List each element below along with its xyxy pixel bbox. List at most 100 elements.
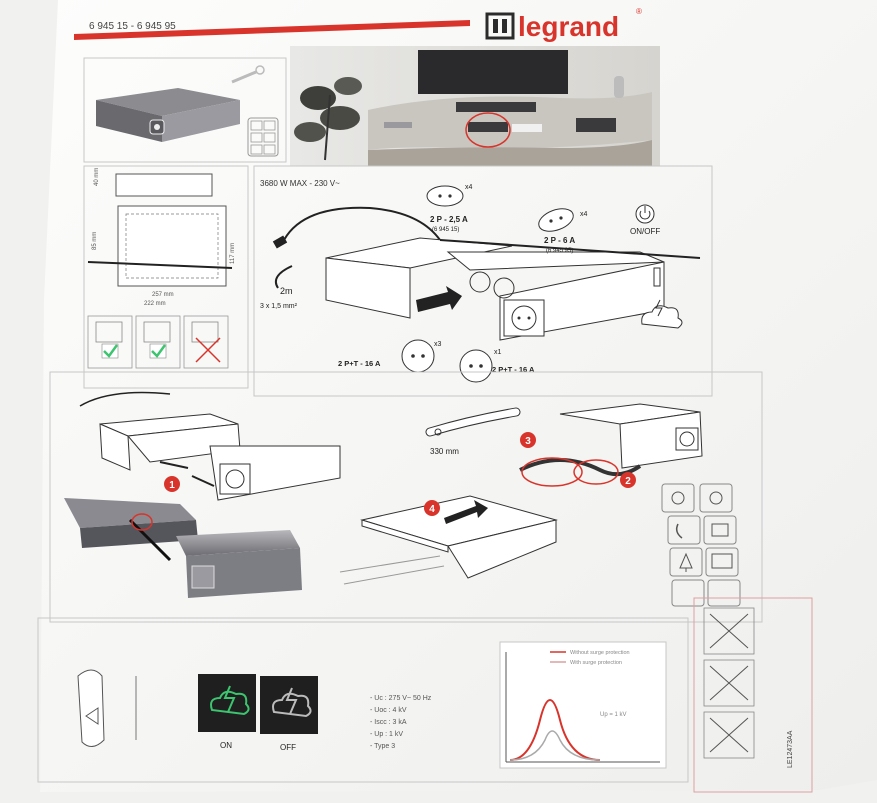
gamepad-icon — [671, 491, 685, 505]
socket-icon — [511, 305, 537, 331]
product-side-view — [77, 669, 105, 747]
lamp-icon — [679, 552, 693, 572]
surge-curve-chart: Without surge protection With surge prot… — [499, 641, 667, 769]
socket-icon — [225, 469, 245, 489]
socket-label-3: 2 P+T - 16 A — [338, 359, 381, 368]
surge-specs-list: - Uc : 275 V~ 50 Hz - Uoc : 4 kV - Iscc … — [370, 695, 432, 750]
step-4-number: 4 — [429, 504, 435, 515]
no-use-icon — [709, 665, 749, 701]
socket-label-4: 2 P+T - 16 A — [492, 365, 535, 374]
no-use-icon — [709, 613, 749, 649]
off-label: OFF — [280, 743, 296, 752]
plant-icon — [294, 77, 362, 161]
checkmark-icon — [101, 343, 119, 359]
reference-number: 6 945 15 - 6 945 95 — [89, 21, 176, 32]
tv-icon — [418, 50, 568, 94]
socket-icon — [679, 431, 695, 447]
socket-icon — [493, 277, 515, 299]
monitor-icon — [711, 553, 733, 569]
cross-icon — [195, 337, 221, 363]
socket-qty-1: x4 — [465, 184, 473, 191]
installation-steps-panel: 1 330 mm 3 2 4 — [49, 371, 763, 623]
socket-ref-2: (6 945 95) — [546, 248, 573, 254]
socket-2pt-icon — [459, 349, 493, 383]
dimension-d1: 40 mm — [94, 168, 100, 186]
curve-without-protection — [509, 699, 601, 761]
dimensions-panel: 40 mm 85 mm 117 mm 257 mm 222 mm — [83, 165, 249, 389]
socket-label-2: 2 P - 6 A — [544, 236, 575, 245]
spec-line: - Iscc : 3 kA — [370, 719, 407, 726]
cable-section: 3 x 1,5 mm² — [260, 303, 298, 310]
header-red-bar — [74, 20, 470, 40]
insert-arrow-icon — [416, 286, 462, 312]
product-photo — [64, 498, 302, 598]
socket-2pt-icon — [401, 339, 435, 373]
tv-cabinet — [368, 92, 652, 150]
room-photo-panel — [290, 46, 660, 166]
spec-line: - Type 3 — [370, 743, 395, 750]
legend-without: Without surge protection — [570, 650, 630, 656]
socket-2p-6a-icon — [538, 208, 574, 232]
slide-arrow-icon — [159, 461, 189, 469]
side-view-drawing — [115, 173, 213, 197]
socket-qty-4: x1 — [494, 349, 502, 356]
dimension-d2: 85 mm — [92, 232, 98, 250]
chart-note: Up = 1 kV — [600, 712, 627, 718]
surge-cloud-icon — [641, 299, 683, 329]
dimension-d3: 117 mm — [230, 243, 236, 264]
document-code: LE12473AA — [787, 730, 794, 768]
dimension-d5: 222 mm — [144, 301, 166, 307]
plug-icon — [272, 235, 288, 249]
header: 6 945 15 - 6 945 95 legrand ® — [74, 7, 642, 42]
registered-mark: ® — [636, 7, 642, 16]
step-1-number: 1 — [169, 480, 175, 491]
connection-diagram-panel: 3680 W MAX - 230 V~ 2m 3 x 1,5 mm² x4 2 … — [253, 165, 713, 397]
soundbar-icon — [456, 102, 536, 112]
surge-on-icon — [210, 685, 250, 716]
on-off-switch — [653, 267, 661, 287]
screwdriver-icon — [231, 65, 265, 84]
dimension-d4: 257 mm — [152, 292, 174, 298]
on-label: ON — [220, 741, 232, 750]
cable-length: 2m — [280, 286, 293, 296]
socket-qty-3: x3 — [434, 341, 442, 348]
legend-with: With surge protection — [570, 660, 622, 666]
surge-on-indicator — [198, 674, 256, 732]
brand-name: legrand — [518, 11, 619, 42]
top-view-drawing — [117, 205, 227, 287]
strap-length: 330 mm — [430, 447, 459, 456]
power-cable — [281, 206, 441, 245]
socket-2p-25a-icon — [426, 185, 464, 207]
at-sign-icon — [709, 491, 723, 505]
power-button-icon — [635, 204, 655, 224]
printer-icon — [711, 523, 729, 537]
mounting-options — [87, 315, 229, 369]
phone-icon — [675, 523, 683, 539]
step-2-number: 2 — [625, 476, 631, 487]
insert-arrow-icon — [444, 500, 488, 524]
socket-qty-2: x4 — [580, 211, 588, 218]
application-icons-grid — [661, 483, 741, 607]
step-3-badge — [520, 432, 536, 448]
accessory-icons-grid — [247, 117, 279, 157]
surge-protection-panel: ON OFF - Uc : 275 V~ 50 Hz - Uoc : 4 kV … — [37, 597, 813, 793]
spec-line: - Uc : 275 V~ 50 Hz — [370, 695, 432, 702]
product-overview-panel — [83, 57, 287, 163]
step-4-badge — [424, 500, 440, 516]
spec-line: - Up : 1 kV — [370, 731, 403, 738]
spec-line: - Uoc : 4 kV — [370, 707, 407, 714]
surge-off-icon — [272, 687, 312, 718]
step-2-badge — [620, 472, 636, 488]
socket-label-1: 2 P - 2,5 A — [430, 215, 468, 224]
on-off-label: ON/OFF — [630, 227, 660, 236]
surge-off-indicator — [260, 676, 318, 734]
curve-with-protection — [509, 730, 601, 761]
socket-ref-1: (6 945 15) — [432, 227, 459, 233]
step-3-number: 3 — [525, 436, 531, 447]
legrand-logo-icon — [485, 12, 515, 40]
checkmark-icon — [149, 343, 167, 359]
no-use-icon — [709, 717, 749, 753]
step-1-badge — [164, 476, 180, 492]
power-rating: 3680 W MAX - 230 V~ — [260, 179, 340, 188]
